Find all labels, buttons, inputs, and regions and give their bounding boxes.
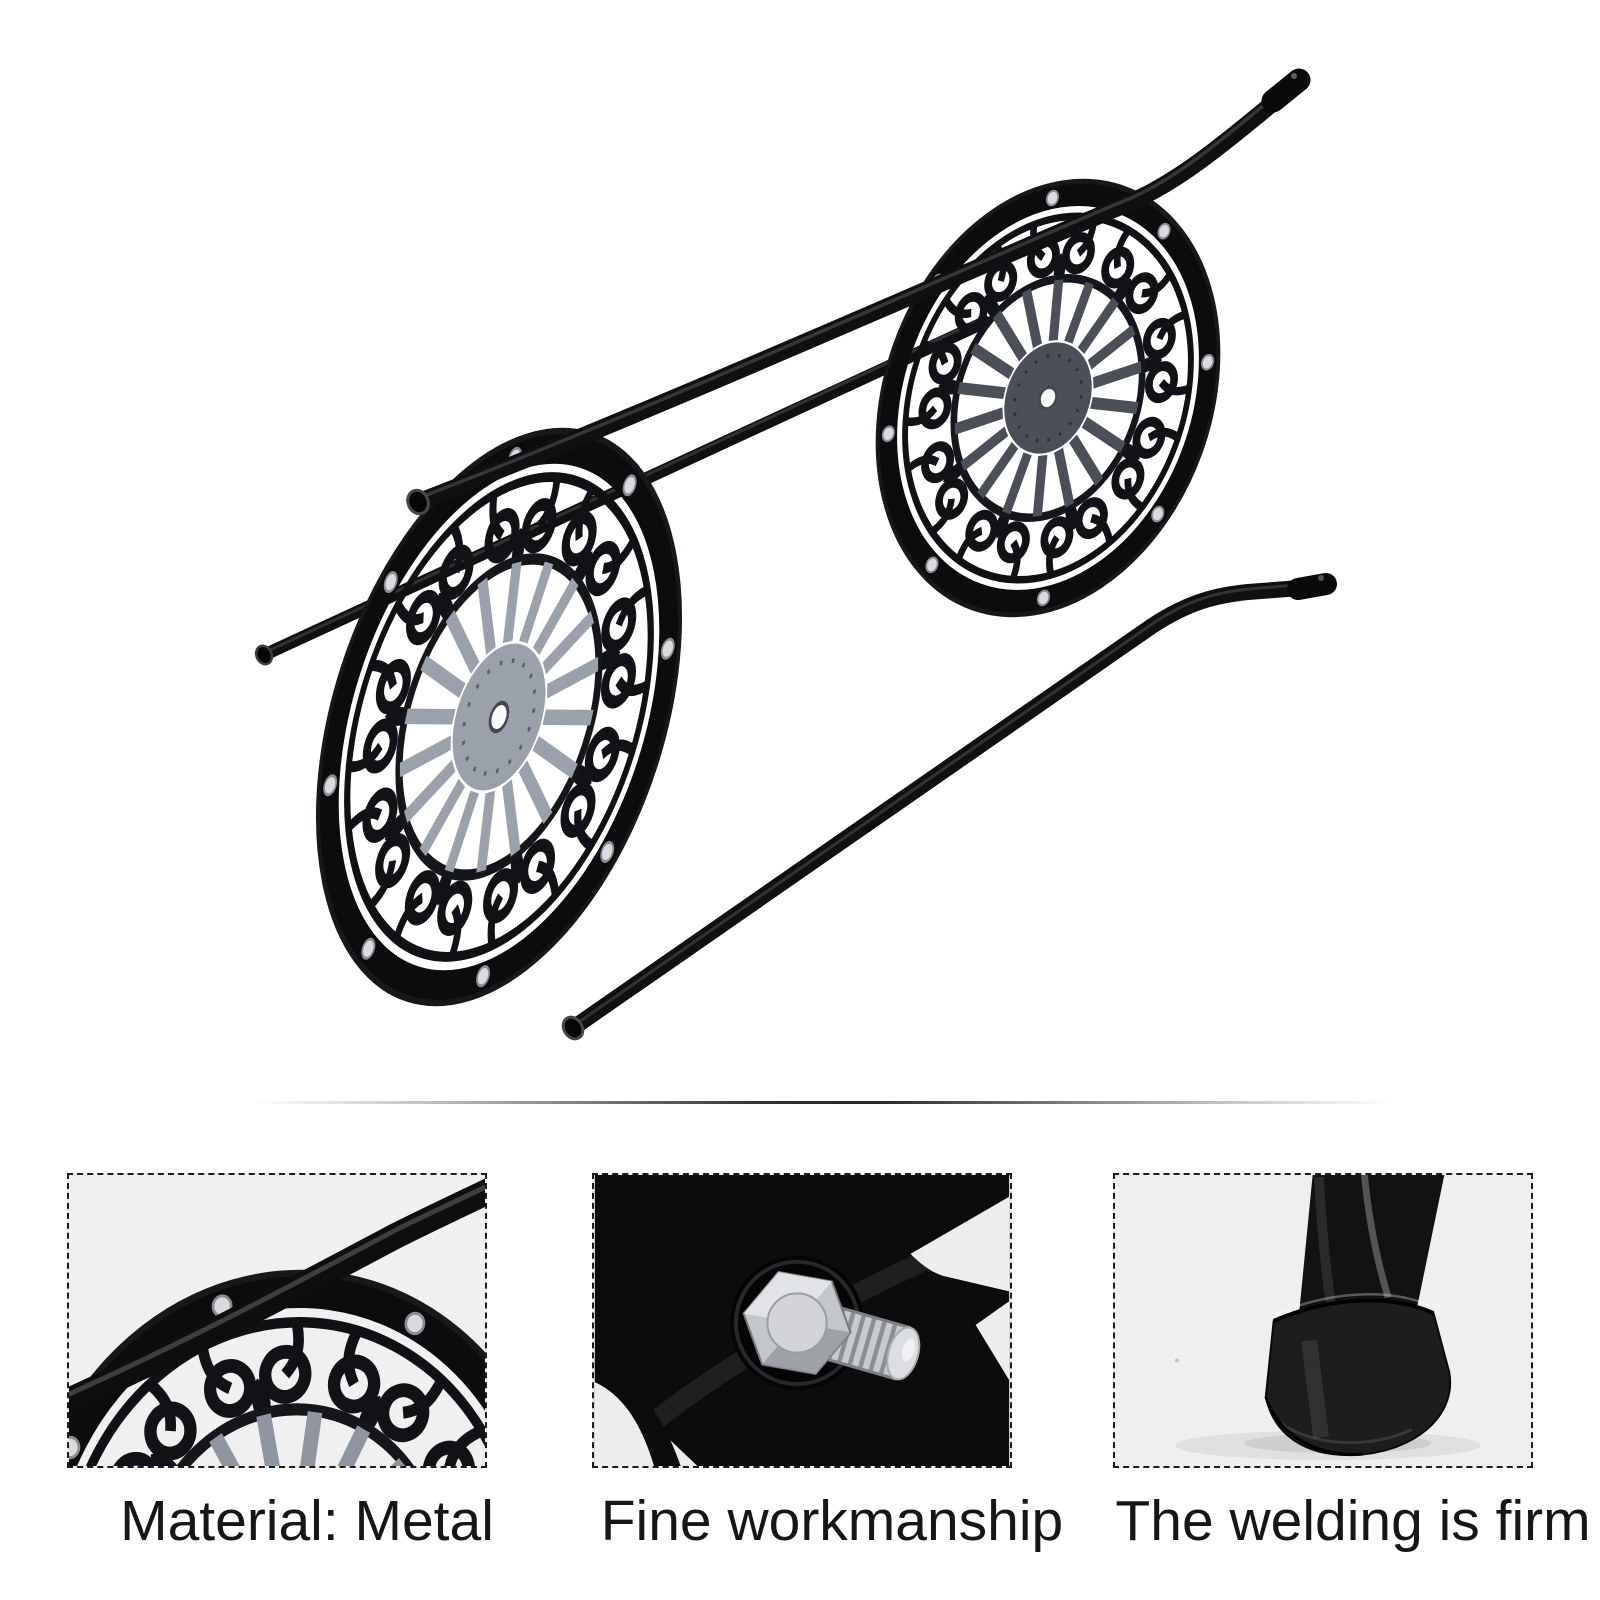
detail-photo-welding [1113, 1173, 1533, 1468]
near-bottom-leg-tube [561, 573, 1337, 1041]
bolt-closeup-drawing [594, 1175, 1010, 1466]
foot-closeup-drawing [1115, 1175, 1531, 1466]
rubber-foot-cap [1287, 573, 1337, 600]
upper-tray [820, 134, 1276, 662]
rubber-foot-cap [1264, 1293, 1452, 1457]
lower-tray [252, 386, 745, 1048]
leg-tube-closeup [69, 1178, 485, 1415]
weld-seam [1272, 1298, 1435, 1323]
tray-closeup-drawing [69, 1175, 485, 1466]
open-tube-end [561, 1015, 585, 1041]
caption-material: Material: Metal [120, 1489, 494, 1553]
open-tube-end [254, 644, 274, 666]
detail-photo-workmanship [592, 1173, 1012, 1468]
caption-welding: The welding is firm [1115, 1489, 1591, 1553]
caption-workmanship: Fine workmanship [600, 1489, 1064, 1553]
rubber-foot-cap [1261, 68, 1311, 113]
detail-photo-material [67, 1173, 487, 1468]
near-top-leg-tube [406, 68, 1311, 516]
product-photo-plant-stand [0, 68, 1337, 1100]
section-divider [253, 1101, 1393, 1104]
leg-tube [1298, 1175, 1445, 1321]
hex-nut-and-bolt [729, 1255, 921, 1391]
open-tube-end [406, 488, 430, 516]
